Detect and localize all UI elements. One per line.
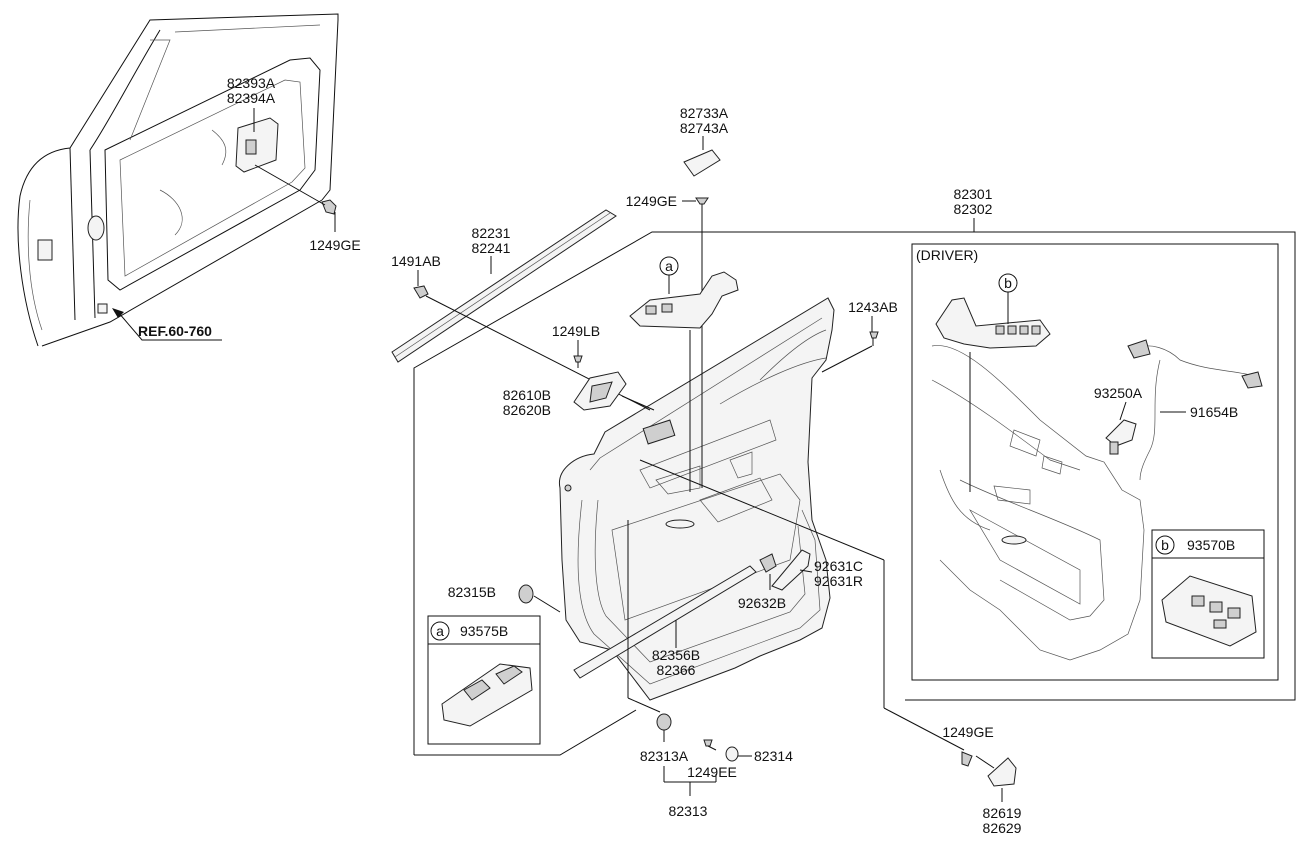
screw-1249LB bbox=[573, 355, 583, 368]
weatherstrip-82231 bbox=[391, 209, 617, 363]
label-ref-60-760: REF.60-760 bbox=[138, 323, 212, 339]
inset-b-header: b 93570B bbox=[1155, 535, 1235, 555]
courtesy-lamp-92631C bbox=[639, 459, 885, 708]
label-92632B: 92632B bbox=[738, 595, 786, 611]
screw-1243AB bbox=[821, 331, 879, 373]
label-82313: 82313 bbox=[669, 803, 708, 819]
leader-lines bbox=[417, 136, 995, 769]
label-82733A: 82733A bbox=[680, 105, 729, 121]
label-82314: 82314 bbox=[754, 748, 793, 764]
callout-b: b bbox=[998, 273, 1018, 293]
inset-switch-a bbox=[427, 615, 541, 745]
label-91654B: 91654B bbox=[1190, 404, 1238, 420]
label-82356B: 82356B bbox=[652, 647, 700, 663]
label-1249GE-bottom: 1249GE bbox=[942, 724, 993, 740]
label-1243AB: 1243AB bbox=[848, 299, 898, 315]
weatherstrip-82356B bbox=[573, 565, 757, 679]
label-82366: 82366 bbox=[657, 662, 696, 678]
label-82620B: 82620B bbox=[503, 402, 551, 418]
inset-a-header: a 93575B bbox=[430, 621, 508, 641]
label-82241: 82241 bbox=[472, 240, 511, 256]
label-82393A: 82393A bbox=[227, 75, 276, 91]
bolt-1249GE-top-left bbox=[321, 199, 337, 215]
svg-text:b: b bbox=[1004, 275, 1012, 291]
inside-handle-82610B bbox=[573, 371, 655, 411]
label-82610B: 82610B bbox=[503, 387, 551, 403]
door-frame-illustration bbox=[17, 13, 339, 347]
label-1249GE-top-left: 1249GE bbox=[309, 237, 360, 253]
svg-text:a: a bbox=[665, 258, 673, 274]
fasteners-82313 bbox=[627, 520, 752, 796]
svg-text:a: a bbox=[436, 623, 444, 639]
screw-1249GE-top bbox=[682, 197, 709, 488]
label-92631C: 92631C bbox=[814, 558, 863, 574]
label-82394A: 82394A bbox=[227, 90, 276, 106]
label-93250A: 93250A bbox=[1094, 385, 1143, 401]
label-driver: (DRIVER) bbox=[916, 247, 978, 263]
driver-inset bbox=[911, 243, 1279, 681]
label-1491AB: 1491AB bbox=[391, 253, 441, 269]
label-82231: 82231 bbox=[472, 225, 511, 241]
plug-82315B bbox=[518, 584, 561, 613]
label-82743A: 82743A bbox=[680, 120, 729, 136]
switch-bezel-a bbox=[629, 271, 739, 492]
svg-text:b: b bbox=[1161, 537, 1169, 553]
callout-a: a bbox=[659, 256, 679, 294]
label-82301: 82301 bbox=[954, 186, 993, 202]
label-82302: 82302 bbox=[954, 201, 993, 217]
label-1249EE: 1249EE bbox=[687, 764, 737, 780]
label-93570B: 93570B bbox=[1187, 537, 1235, 553]
label-93575B: 93575B bbox=[460, 623, 508, 639]
label-82619: 82619 bbox=[983, 805, 1022, 821]
cover-82619 bbox=[883, 707, 1017, 802]
label-1249GE-top: 1249GE bbox=[626, 193, 677, 209]
label-1249LB: 1249LB bbox=[552, 323, 600, 339]
label-82629: 82629 bbox=[983, 820, 1022, 836]
label-82313A: 82313A bbox=[640, 748, 689, 764]
label-82315B: 82315B bbox=[448, 584, 496, 600]
label-92631R: 92631R bbox=[814, 573, 863, 589]
garnish-82733A bbox=[683, 149, 721, 177]
bracket-82393A bbox=[235, 117, 279, 173]
